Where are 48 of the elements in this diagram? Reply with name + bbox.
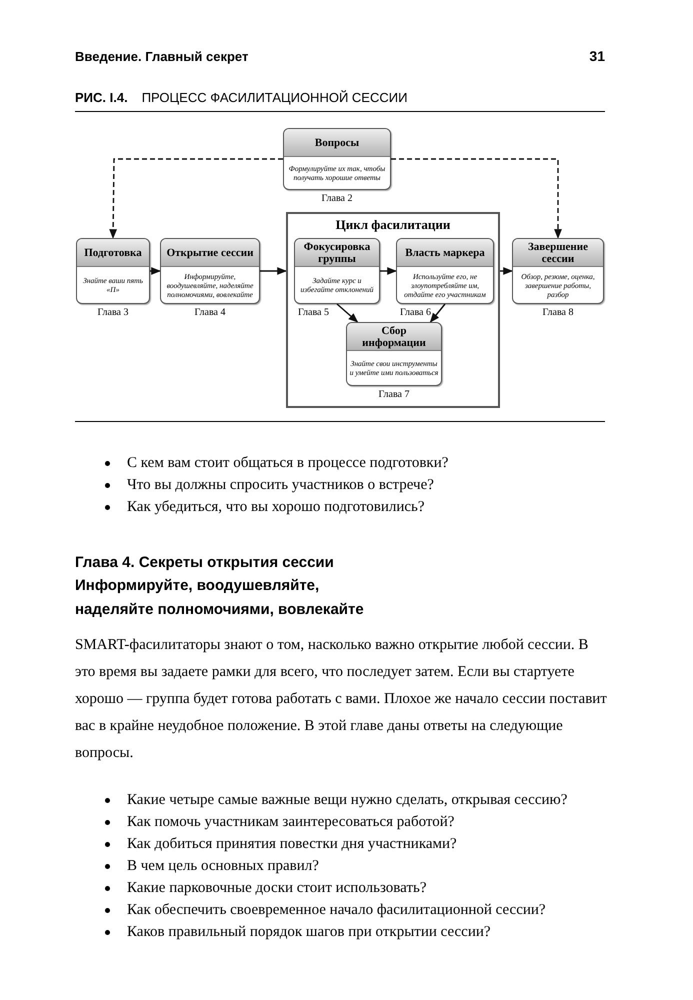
- section-heading: Глава 4. Секреты открытия сессии: [75, 553, 335, 573]
- group-title: Цикл фасилитации: [334, 217, 452, 233]
- list-item: Как добиться принятия повестки дня участниками?: [127, 835, 457, 854]
- arrow: [260, 267, 287, 275]
- card-title: Вопросы: [314, 136, 360, 148]
- process-card: [346, 322, 442, 386]
- chapter-label: Глава 8: [542, 307, 574, 319]
- process-card: [160, 238, 260, 304]
- section-subheading: Информируйте, воодушевляйте, наделяйте полномочиями, вовлекайте: [75, 576, 365, 620]
- arrow: [391, 158, 562, 239]
- process-card: [76, 238, 150, 304]
- card-title: Завершение сессии: [527, 240, 589, 264]
- group-frame: [286, 212, 500, 408]
- process-card: [512, 238, 604, 304]
- list-item: В чем цель основных правил?: [127, 857, 319, 876]
- list-item: Какие четыре самые важные вещи нужно сделать, открывая сессию?: [127, 791, 568, 810]
- running-header: Введение. Главный секрет: [75, 48, 248, 66]
- list-item: Как помочь участникам заинтересоваться работой?: [127, 813, 454, 832]
- chapter-label: Глава 7: [378, 389, 410, 401]
- figure-number: РИС. I.4.: [75, 89, 128, 107]
- process-card: [396, 238, 494, 304]
- figure-title: ПРОЦЕСС ФАСИЛИТАЦИОННОЙ СЕССИИ: [142, 89, 408, 107]
- list-item: Каков правильный порядок шагов при открытии сессии?: [127, 923, 491, 942]
- arrow: [109, 158, 283, 239]
- arrow: [150, 267, 161, 275]
- chapter-label: Глава 3: [98, 307, 128, 319]
- chapter-label: Глава 5: [298, 307, 329, 319]
- list-item: Какие парковочные доски стоит использовать?: [127, 879, 427, 898]
- chapter-label: Глава 4: [194, 307, 226, 319]
- list-item: Как обеспечить своевременное начало фасилитационной сессии?: [127, 901, 546, 920]
- arrow: [430, 304, 446, 323]
- chapter-label: Глава 2: [322, 193, 352, 205]
- card-title: Фокусировка группы: [302, 240, 372, 264]
- page-number: 31: [589, 47, 605, 66]
- card-title: Власть маркера: [405, 246, 485, 258]
- arrow: [500, 267, 513, 275]
- paragraph: SMART-фасилитаторы знают о том, насколько важно открытие любой сессии. В это время вы задаете рамки для всего, что последует затем. Если вы стартуете хорошо — группа будет готова работать с вами. Плохое же начало сессии поставит вас в крайне неудобное положение. В этой главе даны ответы на следующие вопросы.: [75, 636, 607, 763]
- arrow: [336, 303, 358, 323]
- list-item: С кем вам стоит общаться в процессе подготовки?: [127, 454, 448, 473]
- list-item: Что вы должны спросить участников о встрече?: [127, 476, 434, 495]
- process-card: [283, 128, 391, 190]
- process-card: [294, 238, 380, 304]
- arrow: [380, 267, 397, 275]
- chapter-label: Глава 6: [400, 307, 431, 319]
- card-title: Сбор информации: [361, 324, 427, 348]
- card-title: Открытие сессии: [166, 246, 254, 258]
- list-item: Как убедиться, что вы хорошо подготовились?: [127, 498, 425, 517]
- card-title: Подготовка: [84, 246, 142, 258]
